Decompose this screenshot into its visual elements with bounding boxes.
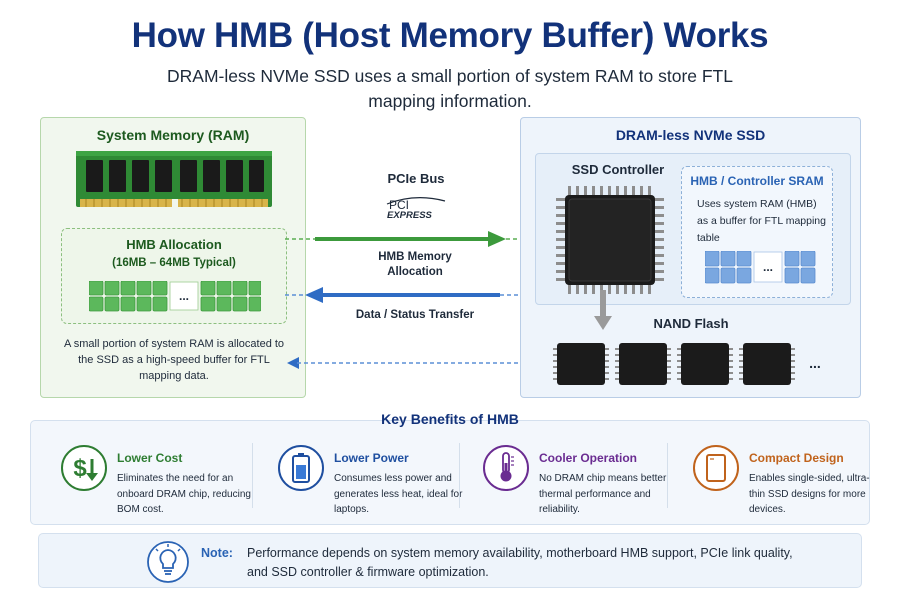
lightbulb-icon xyxy=(147,541,189,583)
note-text: Performance depends on system memory ava… xyxy=(247,546,793,579)
nand-flash-title: NAND Flash xyxy=(653,316,729,331)
hmb-sram-description: Uses system RAM (HMB) as a buffer for FT… xyxy=(697,198,826,244)
bus-arrows xyxy=(285,231,520,369)
hmb-allocation-range: (16MB – 64MB Typical) xyxy=(112,257,236,269)
dollar-down-icon: $ xyxy=(61,445,107,491)
note-panel: Note: Performance depends on system memo… xyxy=(38,533,862,588)
benefit-divider xyxy=(667,443,668,508)
nand-ellipsis: ... xyxy=(809,355,821,371)
benefit-description: Eliminates the need for an onboard DRAM … xyxy=(117,473,251,515)
system-memory-title: System Memory (RAM) xyxy=(96,127,250,143)
sram-cells-ellipsis: ... xyxy=(763,260,773,274)
ram-module-icon xyxy=(76,151,272,209)
page-subtitle: DRAM-less NVMe SSD uses a small portion … xyxy=(167,66,733,111)
data-status-transfer-label: Data / Status Transfer xyxy=(355,309,475,321)
ssd-controller-title: SSD Controller xyxy=(571,162,665,177)
system-memory-panel: System Memory (RAM) xyxy=(40,117,306,398)
pcie-logo-bottom: EXPRESS xyxy=(387,210,433,221)
benefits-panel: $ Lower Cost Eliminates the need for an … xyxy=(30,420,870,525)
thin-ssd-icon xyxy=(693,445,739,491)
ram-cells-grid: ... xyxy=(89,281,261,312)
benefit-title: Lower Power xyxy=(334,451,409,465)
pcie-logo-top: PCI xyxy=(389,198,409,212)
dramless-ssd-panel: DRAM-less NVMe SSD SSD Controller xyxy=(520,117,861,398)
controller-to-nand-arrow xyxy=(594,290,612,330)
benefit-description: Enables single-sided, ultra-thin SSD des… xyxy=(749,473,870,515)
note-label: Note: xyxy=(201,546,233,560)
benefit-title: Cooler Operation xyxy=(539,451,638,465)
benefit-title: Compact Design xyxy=(749,451,844,465)
nand-chips-row: ... xyxy=(553,343,821,385)
hmb-sram-box: HMB / Controller SRAM Uses system RAM (H… xyxy=(681,166,833,298)
controller-chip-icon xyxy=(556,186,664,294)
pcie-express-logo: PCI EXPRESS xyxy=(386,197,446,221)
page-title: How HMB (Host Memory Buffer) Works xyxy=(131,16,769,55)
svg-text:$: $ xyxy=(73,455,87,482)
benefits-title: Key Benefits of HMB xyxy=(381,411,519,427)
benefit-divider xyxy=(459,443,460,508)
ssd-panel-title: DRAM-less NVMe SSD xyxy=(615,127,766,143)
hmb-allocation-title: HMB Allocation xyxy=(126,237,222,252)
hmb-memory-allocation-label: HMB Memory Allocation xyxy=(378,251,452,278)
pcie-bus-title: PCIe Bus xyxy=(387,171,445,186)
ssd-controller-box: SSD Controller xyxy=(535,153,851,305)
system-memory-caption: A small portion of system RAM is allocat… xyxy=(63,338,285,382)
battery-icon xyxy=(278,445,324,491)
hmb-allocation-box: HMB Allocation (16MB – 64MB Typical) ... xyxy=(61,228,287,324)
sram-cells-grid: ... xyxy=(705,251,816,284)
thermometer-icon xyxy=(483,445,529,491)
ram-cells-ellipsis: ... xyxy=(179,289,189,303)
hmb-sram-title: HMB / Controller SRAM xyxy=(690,174,824,188)
benefit-divider xyxy=(252,443,253,508)
benefit-description: No DRAM chip means better thermal perfor… xyxy=(539,473,667,515)
benefit-description: Consumes less power and generates less h… xyxy=(334,473,463,515)
benefit-title: Lower Cost xyxy=(117,451,183,465)
